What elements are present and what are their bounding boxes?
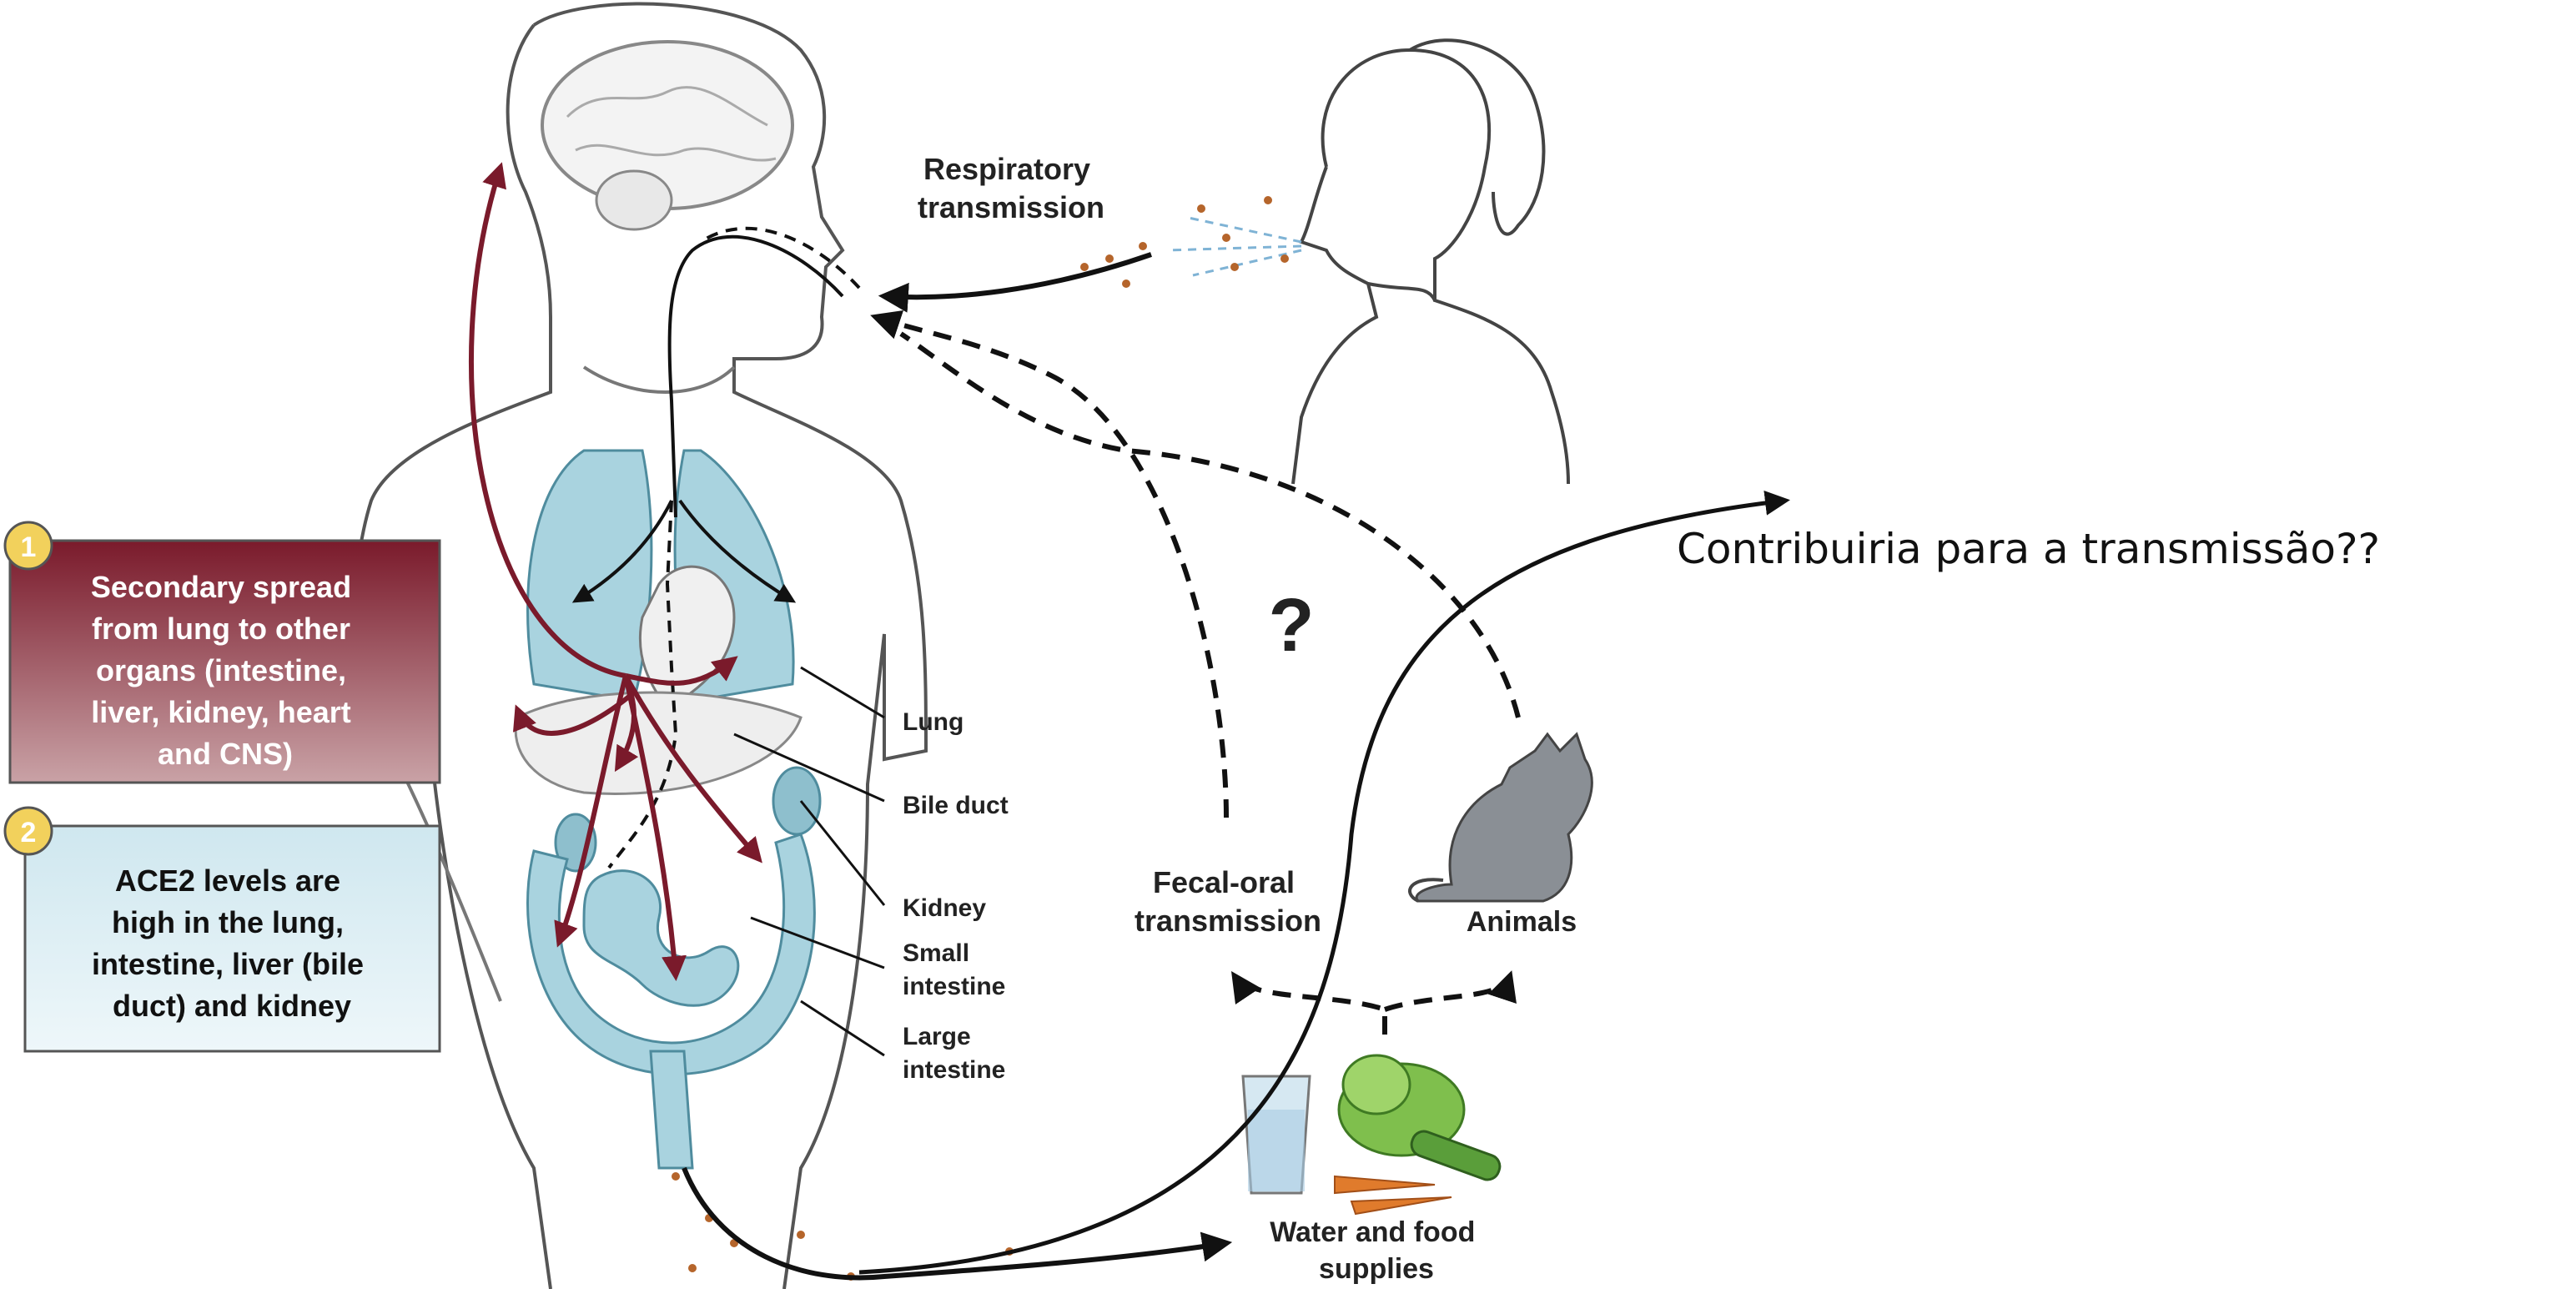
question-mark: ? xyxy=(1269,584,1315,667)
woman-illustration xyxy=(1293,40,1568,484)
bile-duct-label: Bile duct xyxy=(903,792,1009,819)
small-intestine-label-line1: Small xyxy=(903,939,969,967)
small-intestine-label-line2: intestine xyxy=(903,973,1005,1000)
cat-icon xyxy=(1410,734,1592,901)
vegetables-icon xyxy=(1335,1055,1503,1214)
animals-label: Animals xyxy=(1467,906,1577,938)
badge-1-number: 1 xyxy=(21,531,37,563)
water-food-label: Water and food supplies xyxy=(1270,1216,1483,1285)
organ-labels: Lung Bile duct Kidney Small intestine La… xyxy=(903,708,1009,1084)
water-glass-icon xyxy=(1243,1076,1310,1193)
kidney-label: Kidney xyxy=(903,894,986,922)
large-intestine-label-line1: Large xyxy=(903,1023,971,1050)
info-box-secondary-spread: 1 Secondary spread from lung to other or… xyxy=(5,522,440,783)
respiratory-label: Respiratory transmission xyxy=(918,152,1104,224)
intestines-icon xyxy=(528,834,815,1168)
sneeze-droplets xyxy=(1080,196,1301,288)
fecal-oral-label: Fecal-oral transmission xyxy=(1135,865,1321,938)
info-box-ace2-levels: 2 ACE2 levels are high in the lung, inte… xyxy=(5,808,440,1051)
brain-icon xyxy=(542,42,792,229)
lung-label: Lung xyxy=(903,708,963,736)
callout-text: Contribuiria para a transmissão?? xyxy=(1677,525,2380,573)
large-intestine-label-line2: intestine xyxy=(903,1056,1005,1084)
badge-2-number: 2 xyxy=(21,817,37,848)
callout-arc-arrow xyxy=(859,501,1785,1272)
